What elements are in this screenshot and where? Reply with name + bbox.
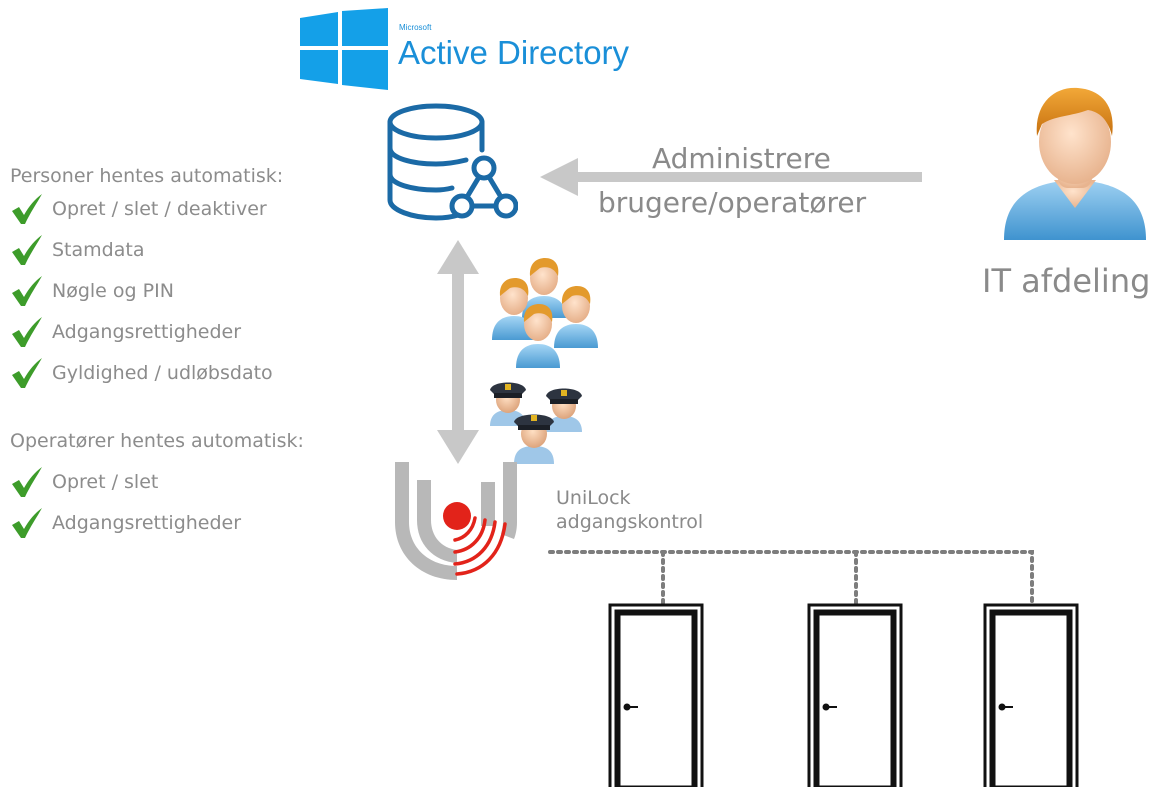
- door-icon: [983, 603, 1079, 787]
- admin-arrow-label-line2: brugere/operatører: [598, 186, 867, 219]
- list-item-label: Opret / slet: [52, 470, 159, 493]
- list-item: Opret / slet: [10, 461, 241, 502]
- active-directory-logo: Microsoft Active Directory: [300, 8, 660, 90]
- guard-group-icon: [490, 382, 582, 464]
- unilock-label-line2: adgangskontrol: [556, 511, 704, 533]
- logo-brand: Microsoft: [399, 23, 432, 32]
- sync-arrow: [437, 240, 479, 464]
- operators-section-title: Operatører hentes automatisk:: [10, 430, 304, 452]
- operators-checklist: Opret / slet Adgangsrettigheder: [10, 461, 241, 543]
- checkmark-icon: [12, 234, 42, 265]
- list-item-label: Nøgle og PIN: [52, 279, 174, 302]
- list-item: Gyldighed / udløbsdato: [10, 352, 273, 393]
- list-item: Adgangsrettigheder: [10, 502, 241, 543]
- checkmark-icon: [12, 466, 42, 497]
- checkmark-icon: [12, 357, 42, 388]
- list-item-label: Stamdata: [52, 238, 145, 261]
- checkmark-icon: [12, 316, 42, 347]
- list-item: Stamdata: [10, 229, 273, 270]
- persons-checklist: Opret / slet / deaktiver Stamdata Nøgle …: [10, 188, 273, 393]
- database-network-icon: [387, 103, 518, 221]
- door-icon: [807, 603, 903, 787]
- admin-arrow: [540, 158, 922, 196]
- list-item: Adgangsrettigheder: [10, 311, 273, 352]
- list-item-label: Adgangsrettigheder: [52, 511, 242, 534]
- list-item: Opret / slet / deaktiver: [10, 188, 273, 229]
- logo-product: Active Directory: [398, 34, 630, 71]
- unilock-label-line1: UniLock: [556, 487, 631, 509]
- user-avatar-icon: [1004, 87, 1146, 240]
- checkmark-icon: [12, 275, 42, 306]
- list-item-label: Opret / slet / deaktiver: [52, 197, 267, 220]
- unilock-logo-icon: [395, 462, 517, 580]
- list-item-label: Adgangsrettigheder: [52, 320, 242, 343]
- list-item: Nøgle og PIN: [10, 270, 273, 311]
- door-icon: [608, 603, 704, 787]
- door-connection-lines: [548, 550, 1034, 608]
- it-department-label: IT afdeling: [982, 262, 1151, 300]
- windows-logo-icon: [300, 8, 388, 90]
- persons-section-title: Personer hentes automatisk:: [10, 165, 284, 187]
- admin-arrow-label-line1: Administrere: [652, 142, 831, 175]
- user-group-icon: [492, 258, 598, 368]
- checkmark-icon: [12, 507, 42, 538]
- list-item-label: Gyldighed / udløbsdato: [52, 361, 273, 384]
- checkmark-icon: [12, 193, 42, 224]
